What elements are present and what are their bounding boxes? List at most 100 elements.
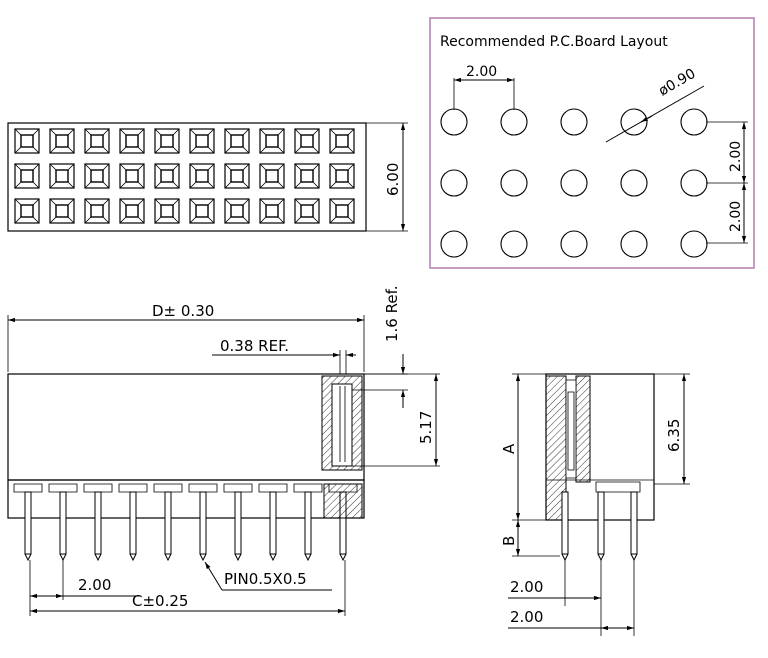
side-pin (561, 491, 569, 562)
cell-inner (20, 169, 34, 183)
cell-inner (230, 204, 244, 218)
cell-outer (189, 198, 215, 224)
top-contact-cell (49, 198, 75, 224)
pin-tip (94, 553, 102, 562)
pin-shank (24, 491, 32, 555)
cell-inner (125, 169, 139, 183)
cell-outer (224, 128, 250, 154)
cell-outer (14, 198, 40, 224)
cell-outer (14, 128, 40, 154)
top-contact-cell (259, 198, 285, 224)
pcb-hole (560, 108, 588, 136)
cell-inner (335, 169, 349, 183)
cell-chamfer (14, 198, 40, 224)
cell-chamfer (49, 198, 75, 224)
top-view-outline (7, 122, 367, 232)
pcb-hole (500, 230, 528, 258)
cell-outer (259, 198, 285, 224)
pcb-hole (560, 169, 588, 197)
front-base-section (323, 483, 363, 519)
side-pitch-label-2: 2.00 (510, 608, 543, 626)
pin-shank (304, 491, 312, 555)
top-contact-cell (294, 198, 320, 224)
cell-inner (265, 169, 279, 183)
pcb-pitch-label: 2.00 (466, 64, 497, 80)
side-contact (567, 391, 575, 471)
pin-housing (153, 483, 183, 493)
contact-depth-label: 5.17 (417, 411, 435, 444)
cell-outer (84, 198, 110, 224)
front-c-label: C±0.25 (132, 592, 188, 610)
cell-chamfer (224, 163, 250, 189)
cell-chamfer (189, 128, 215, 154)
top-contact-cell (119, 128, 145, 154)
top-contact-cell (189, 163, 215, 189)
cell-outer (154, 163, 180, 189)
top-contact-cell (14, 198, 40, 224)
pin-housing (293, 483, 323, 493)
pin-shank (561, 491, 569, 555)
cell-outer (189, 128, 215, 154)
pin-housing (258, 483, 288, 493)
cell-chamfer (119, 128, 145, 154)
top-contact-cell (294, 163, 320, 189)
pin-label-leader (204, 561, 223, 591)
cell-outer (49, 128, 75, 154)
pin-housing (188, 483, 218, 493)
top-contact-cell (84, 163, 110, 189)
pcb-hole-grid (440, 108, 708, 258)
side-base-step (595, 481, 641, 493)
cell-chamfer (189, 163, 215, 189)
front-pitch-label: 2.00 (78, 576, 111, 594)
pin-tip (59, 553, 67, 562)
cell-outer (329, 128, 355, 154)
cell-chamfer (84, 128, 110, 154)
cell-outer (49, 163, 75, 189)
pin-shank (59, 491, 67, 555)
pin-tip (339, 553, 347, 562)
top-view-contact-grid (14, 128, 355, 224)
front-contact-cavity (331, 383, 353, 467)
cell-outer (84, 163, 110, 189)
pcb-hole (440, 169, 468, 197)
front-pin (258, 483, 288, 562)
cell-inner (55, 204, 69, 218)
pin-tip (164, 553, 172, 562)
pin-tip (129, 553, 137, 562)
top-contact-cell (119, 163, 145, 189)
front-pin (13, 483, 43, 562)
cell-outer (154, 198, 180, 224)
front-contact-spring (339, 386, 346, 462)
front-pin (118, 483, 148, 562)
cell-inner (230, 169, 244, 183)
cell-outer (259, 163, 285, 189)
pcb-layout-view: Recommended P.C.Board Layout 2.00 ø0.90 … (429, 17, 755, 269)
cell-chamfer (154, 198, 180, 224)
side-height-label: 6.35 (665, 419, 683, 452)
cell-inner (300, 134, 314, 148)
cell-inner (20, 134, 34, 148)
front-pin (223, 483, 253, 562)
ref-height-label: 1.6 Ref. (383, 285, 401, 342)
ref-gap-label: 0.38 REF. (220, 337, 289, 355)
cell-outer (49, 198, 75, 224)
cell-chamfer (154, 163, 180, 189)
pin-shank (164, 491, 172, 555)
cell-chamfer (119, 198, 145, 224)
pcb-hole (620, 108, 648, 136)
pin-tip (630, 553, 638, 562)
side-contact-cavity (565, 379, 577, 479)
side-pin-row (561, 491, 638, 562)
cell-chamfer (119, 163, 145, 189)
top-contact-cell (329, 128, 355, 154)
pin-shank (94, 491, 102, 555)
pin-shank (269, 491, 277, 555)
side-view: A B 6.35 2.00 2.00 (500, 373, 690, 636)
cell-inner (90, 204, 104, 218)
cell-inner (125, 204, 139, 218)
pin-housing (83, 483, 113, 493)
pin-housing (13, 483, 43, 493)
cell-outer (154, 128, 180, 154)
pin-housing (118, 483, 148, 493)
cell-inner (195, 204, 209, 218)
